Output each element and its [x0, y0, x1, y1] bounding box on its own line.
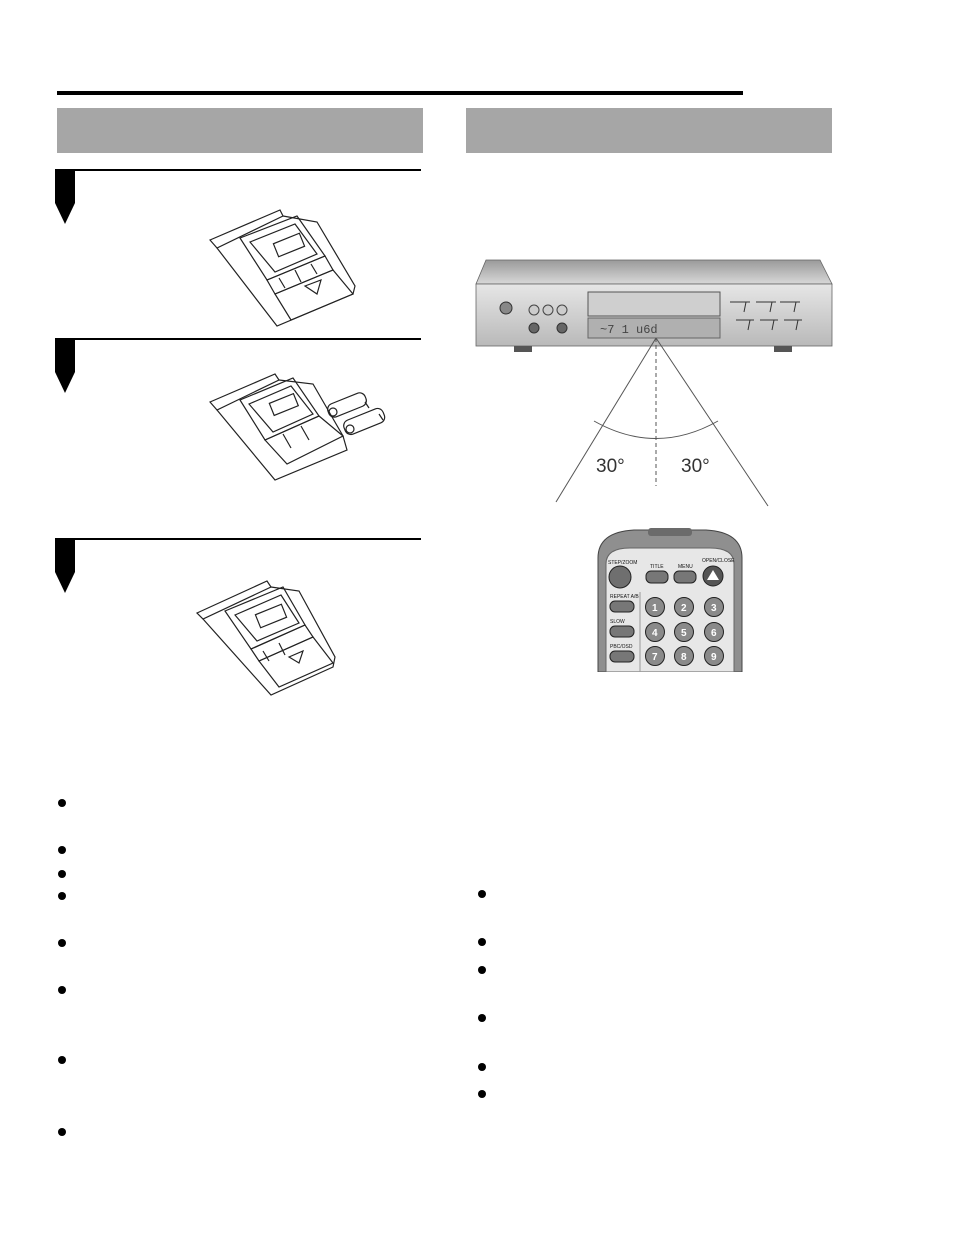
- num-4: 4: [652, 628, 658, 639]
- top-rule: [57, 91, 743, 95]
- remote-angle-diagram: 30° 30°: [555, 337, 769, 507]
- num-9: 9: [711, 652, 717, 663]
- step-3-divider: [55, 538, 421, 540]
- left-bullet-1: [58, 799, 66, 807]
- num-3: 3: [711, 603, 717, 614]
- title-label: TITLE: [650, 564, 664, 570]
- open-close-label: OPEN/CLOSE: [702, 558, 735, 564]
- menu-label: MENU: [678, 564, 693, 570]
- angle-left-label: 30°: [596, 456, 625, 477]
- left-bullet-6: [58, 986, 66, 994]
- right-bullet-5: [478, 1063, 486, 1071]
- num-2: 2: [681, 603, 687, 614]
- right-bullet-6: [478, 1090, 486, 1098]
- slow-label: SLOW: [610, 619, 625, 625]
- num-6: 6: [711, 628, 717, 639]
- right-bullet-3: [478, 966, 486, 974]
- pbc-osd-label: PBC/OSD: [610, 644, 633, 650]
- num-8: 8: [681, 652, 687, 663]
- left-section-header: [57, 108, 423, 153]
- left-bullet-3: [58, 870, 66, 878]
- left-bullet-4: [58, 892, 66, 900]
- right-section-header: [466, 108, 832, 153]
- step-zoom-label: STEP/ZOOM: [608, 560, 637, 566]
- number-pad: 1 2 3 4 5 6 7 8 9: [645, 597, 724, 666]
- player-display-readout: ~7 1 u6d: [600, 323, 658, 337]
- dvd-player-illustration: ~7 1 u6d: [475, 259, 833, 352]
- left-bullet-8: [58, 1128, 66, 1136]
- step-2-divider: [55, 338, 421, 340]
- step-1-arrow-icon: [55, 169, 75, 224]
- remote-control-illustration: STEP/ZOOM TITLE MENU OPEN/CLOSE REPEAT A…: [597, 528, 743, 672]
- repeat-ab-label: REPEAT A/B: [610, 594, 639, 600]
- remote-cover-open-illustration: [209, 209, 356, 327]
- battery-insert-illustration: [209, 373, 386, 481]
- step-1-divider: [55, 169, 421, 171]
- angle-right-label: 30°: [681, 456, 710, 477]
- step-2-arrow-icon: [55, 338, 75, 393]
- num-7: 7: [652, 652, 658, 663]
- left-bullet-5: [58, 939, 66, 947]
- step-3-arrow-icon: [55, 538, 75, 593]
- left-bullet-7: [58, 1056, 66, 1064]
- remote-cover-closed-illustration: [195, 580, 336, 696]
- right-bullet-1: [478, 890, 486, 898]
- num-5: 5: [681, 628, 687, 639]
- left-bullet-2: [58, 846, 66, 854]
- right-bullet-4: [478, 1014, 486, 1022]
- num-1: 1: [652, 603, 658, 614]
- right-bullet-2: [478, 938, 486, 946]
